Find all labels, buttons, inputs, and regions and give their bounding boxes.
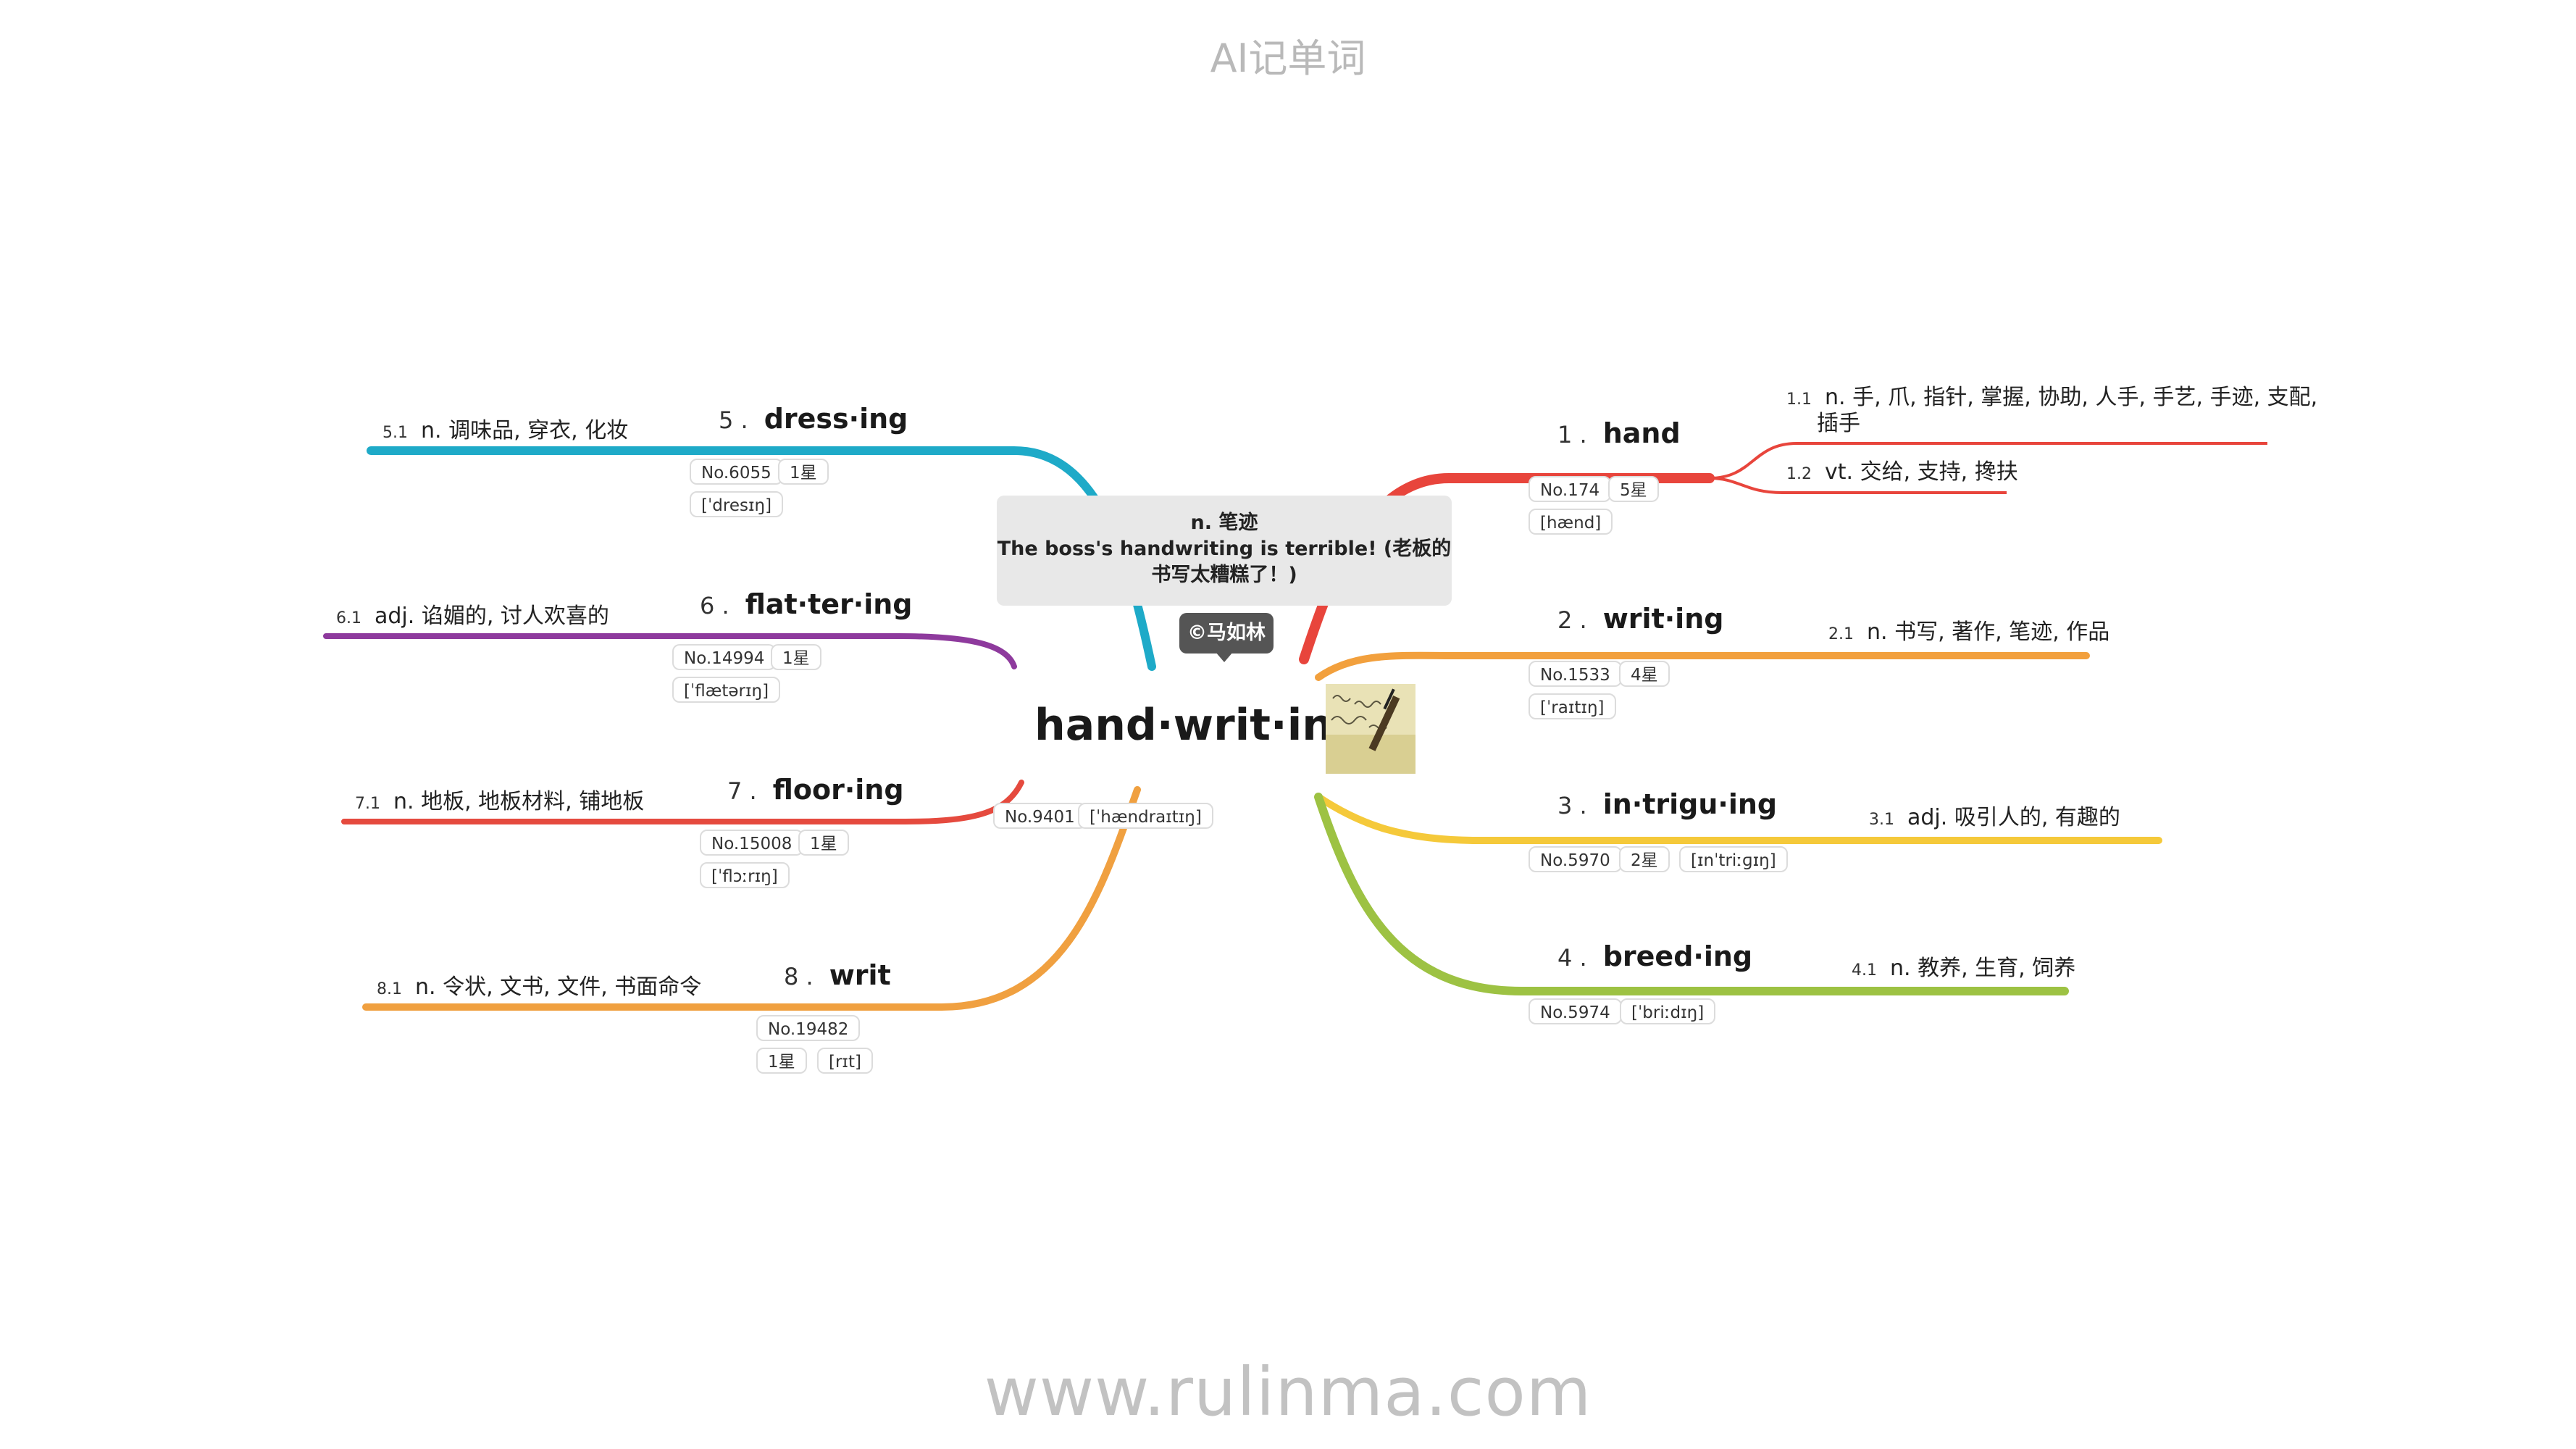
- center-word: hand·writ·ing: [1034, 700, 1364, 751]
- sub-hand-2: [1709, 477, 2007, 494]
- branch-word: writ: [829, 959, 891, 991]
- branch-word-writing: 2 . writ·ing: [1557, 601, 1723, 638]
- definition-text: adj. 谄媚的, 讨人欢喜的: [375, 604, 609, 629]
- definition-7-1: 7.1 n. 地板, 地板材料, 铺地板: [355, 788, 644, 818]
- definition-number: 3.1: [1869, 811, 1894, 829]
- branch-number: 1 .: [1557, 421, 1587, 448]
- trunk-writing: [1315, 651, 2090, 681]
- branch-number: 6 .: [700, 592, 729, 619]
- branch-number: 3 .: [1557, 792, 1587, 819]
- definition-6-1: 6.1 adj. 谄媚的, 讨人欢喜的: [336, 603, 609, 632]
- footer-url: www.rulinma.com: [984, 1353, 1592, 1431]
- branch-word: hand: [1602, 417, 1681, 449]
- branch-no-tag: No.174: [1529, 476, 1612, 502]
- branch-word-breeding: 4 . breed·ing: [1557, 939, 1752, 975]
- branch-word: breed·ing: [1602, 940, 1753, 972]
- definition-number: 1.2: [1786, 465, 1812, 483]
- tooltip-example-line2: 书写太糟糕了！): [1151, 564, 1297, 586]
- definition-3-1: 3.1 adj. 吸引人的, 有趣的: [1869, 804, 2120, 834]
- branch-ipa-tag: [ˈflɔːrɪŋ]: [700, 862, 790, 888]
- definition-8-1: 8.1 n. 令状, 文书, 文件, 书面命令: [377, 974, 701, 1003]
- branch-number: 5 .: [719, 406, 748, 434]
- branch-no-tag: No.5970: [1529, 846, 1622, 872]
- branch-ipa-tag: [ˈbriːdɪŋ]: [1620, 998, 1716, 1024]
- header-title: AI记单词: [1210, 36, 1366, 81]
- definition-text: n. 地板, 地板材料, 铺地板: [393, 789, 645, 814]
- branch-ipa-tag: [ɪnˈtriːɡɪŋ]: [1679, 846, 1788, 872]
- branch-word-dressing: 5 . dress·ing: [719, 401, 908, 438]
- branch-ipa-tag: [hænd]: [1529, 509, 1613, 535]
- trunk-writ: [362, 786, 1141, 1011]
- branch-ipa-tag: [rɪt]: [817, 1048, 873, 1074]
- definition-number: 2.1: [1828, 625, 1854, 643]
- branch-stars-tag: 2星: [1619, 846, 1670, 872]
- branch-ipa-tag: [ˈdresɪŋ]: [690, 491, 784, 517]
- trunk-flooring: [341, 780, 1024, 824]
- definition-text: n. 教养, 生育, 饲养: [1890, 956, 2076, 981]
- sub-hand-1: [1709, 442, 2267, 480]
- center-no-tag: No.9401: [993, 803, 1087, 829]
- definition-5-1: 5.1 n. 调味品, 穿衣, 化妆: [382, 417, 628, 447]
- branch-stars-tag: 1星: [778, 459, 829, 485]
- tooltip-example-line1: The boss's handwriting is terrible! (老板的: [997, 538, 1452, 560]
- definition-1-1: 1.1 n. 手, 爪, 指针, 掌握, 协助, 人手, 手艺, 手迹, 支配,: [1786, 384, 2317, 414]
- definition-number: 6.1: [336, 609, 361, 627]
- definition-1-2: 1.2 vt. 交给, 支持, 搀扶: [1786, 459, 2018, 488]
- branch-stars-tag: 1星: [756, 1048, 807, 1074]
- branch-stars-tag: 1星: [798, 830, 849, 856]
- definition-1-1-line2: 插手: [1817, 411, 1860, 436]
- branch-word: dress·ing: [764, 403, 908, 435]
- tooltip-definition: n. 笔迹: [1190, 511, 1258, 534]
- branch-no-tag: No.5974: [1529, 998, 1622, 1024]
- center-ipa-tag: [ˈhændraɪtɪŋ]: [1078, 803, 1213, 829]
- branch-word-hand: 1 . hand: [1557, 416, 1681, 452]
- copyright-badge: ©马如林: [1179, 613, 1274, 653]
- definition-text: n. 书写, 著作, 笔迹, 作品: [1867, 619, 2110, 645]
- handwriting-photo: [1326, 684, 1415, 774]
- branch-number: 4 .: [1557, 944, 1587, 972]
- definition-text: n. 手, 爪, 指针, 掌握, 协助, 人手, 手艺, 手迹, 支配,: [1825, 385, 2318, 410]
- definition-text: adj. 吸引人的, 有趣的: [1907, 805, 2120, 830]
- branch-word-flattering: 6 . flat·ter·ing: [700, 587, 913, 623]
- branch-word: floor·ing: [772, 774, 904, 806]
- trunk-intriguing: [1315, 793, 2162, 844]
- branch-stars-tag: 4星: [1619, 661, 1670, 687]
- branch-number: 7 .: [727, 777, 757, 805]
- branch-number: 8 .: [784, 963, 814, 990]
- definition-text: n. 调味品, 穿衣, 化妆: [421, 418, 629, 443]
- definition-text: n. 令状, 文书, 文件, 书面命令: [415, 974, 702, 1000]
- definition-2-1: 2.1 n. 书写, 著作, 笔迹, 作品: [1828, 619, 2109, 648]
- branch-word-writ: 8 . writ: [784, 958, 891, 994]
- branch-no-tag: No.1533: [1529, 661, 1622, 687]
- copyright-badge-pointer: [1216, 652, 1233, 662]
- branch-word: writ·ing: [1602, 603, 1724, 635]
- definition-tooltip: n. 笔迹 The boss's handwriting is terrible…: [997, 496, 1452, 606]
- definition-text: vt. 交给, 支持, 搀扶: [1825, 459, 2018, 485]
- branch-ipa-tag: [ˈflætərɪŋ]: [672, 677, 781, 703]
- branch-no-tag: No.14994: [672, 644, 777, 670]
- branch-word: in·trigu·ing: [1602, 788, 1778, 820]
- branch-ipa-tag: [ˈraɪtɪŋ]: [1529, 693, 1616, 719]
- definition-number: 1.1: [1786, 391, 1812, 409]
- definition-4-1: 4.1 n. 教养, 生育, 饲养: [1852, 955, 2075, 985]
- branch-stars-tag: 5星: [1608, 476, 1659, 502]
- branch-stars-tag: 1星: [771, 644, 821, 670]
- branch-no-tag: No.15008: [700, 830, 804, 856]
- branch-no-tag: No.6055: [690, 459, 783, 485]
- definition-number: 7.1: [355, 795, 380, 813]
- branch-number: 2 .: [1557, 606, 1587, 634]
- branch-word: flat·ter·ing: [745, 588, 913, 620]
- trunk-flattering: [323, 633, 1017, 669]
- branch-word-intriguing: 3 . in·trigu·ing: [1557, 787, 1777, 823]
- definition-number: 8.1: [377, 980, 402, 998]
- branch-word-flooring: 7 . floor·ing: [727, 772, 904, 809]
- trunk-breeding: [1314, 793, 2069, 995]
- definition-number: 4.1: [1852, 961, 1877, 980]
- branch-no-tag: No.19482: [756, 1015, 861, 1041]
- definition-number: 5.1: [382, 424, 408, 442]
